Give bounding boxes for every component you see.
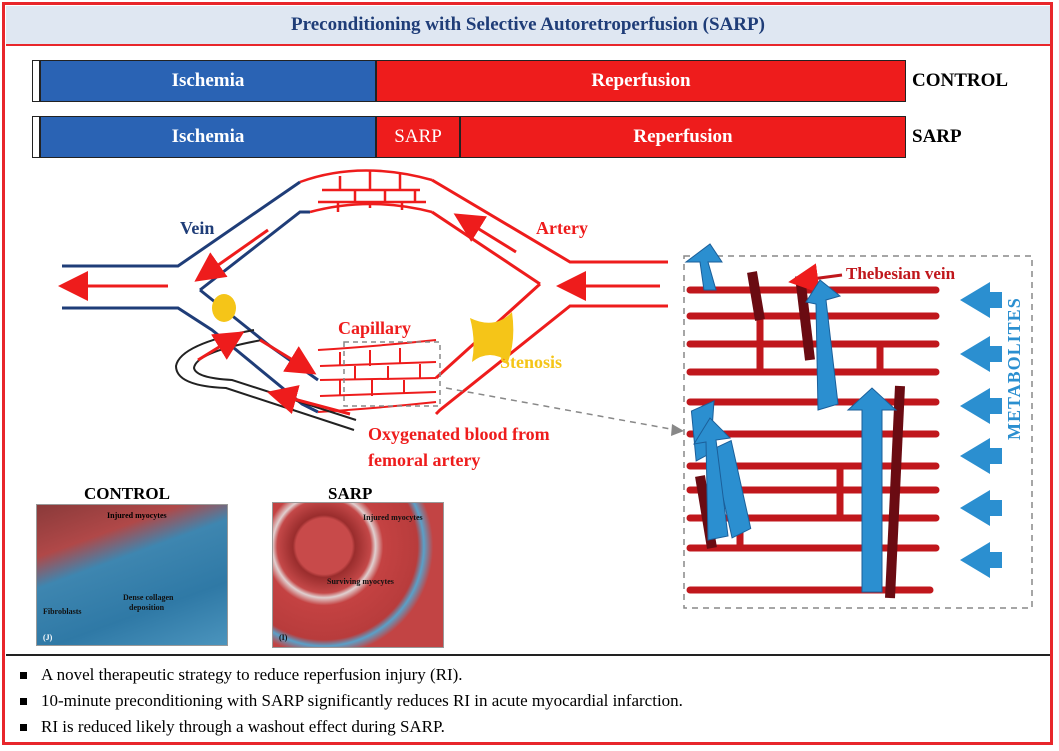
capillary-label: Capillary <box>338 318 412 338</box>
control-micrograph: Injured myocytes Dense collagen depositi… <box>36 504 228 646</box>
sarp-timeline: Ischemia SARP Reperfusion <box>32 116 906 158</box>
control-panel-letter: (J) <box>43 633 53 642</box>
key-point-text: 10-minute preconditioning with SARP sign… <box>41 691 683 710</box>
control-ischemia-segment: Ischemia <box>40 60 376 102</box>
vein-label: Vein <box>180 218 215 238</box>
control-timeline: Ischemia Reperfusion <box>32 60 906 102</box>
collagen-label-2: deposition <box>129 603 165 612</box>
vein-occluder <box>212 294 236 322</box>
control-reperfusion-segment: Reperfusion <box>376 60 906 102</box>
vein-vessel <box>62 180 319 414</box>
stenosis-marker <box>470 312 514 362</box>
surviving-myocytes-label: Surviving myocytes <box>327 577 394 586</box>
oxygenated-label-line2: femoral artery <box>368 450 481 470</box>
washout-arrows <box>684 243 898 593</box>
thebesian-vein-label: Thebesian vein <box>846 264 956 283</box>
timeline-start-tick <box>32 60 40 102</box>
artery-label: Artery <box>536 218 588 238</box>
capillary-zoom-box <box>343 341 441 407</box>
sarp-ischemia-segment: Ischemia <box>40 116 376 158</box>
collagen-label-1: Dense collagen <box>123 593 174 602</box>
key-point: 10-minute preconditioning with SARP sign… <box>20 688 1050 714</box>
capillary-bed <box>317 339 437 413</box>
sarp-sarp-segment: SARP <box>376 116 460 158</box>
control-row-label: CONTROL <box>912 70 1009 91</box>
circulation-diagram <box>58 169 1033 609</box>
figure-title: Preconditioning with Selective Autoretro… <box>6 6 1050 46</box>
zoom-connector <box>445 387 677 431</box>
top-vessel <box>299 169 433 214</box>
key-point: A novel therapeutic strategy to reduce r… <box>20 662 1050 688</box>
flow-arrows <box>58 213 660 416</box>
key-points: A novel therapeutic strategy to reduce r… <box>6 654 1050 742</box>
metabolites-label: METABOLITES <box>1004 297 1024 440</box>
injured-myocytes-label: Injured myocytes <box>107 511 167 520</box>
control-micrograph-title: CONTROL <box>84 484 170 503</box>
metabolite-arrows <box>960 282 1002 578</box>
key-point: RI is reduced likely through a washout e… <box>20 714 1050 740</box>
thebesian-pointer <box>788 263 843 294</box>
sarp-micrograph-title: SARP <box>328 484 373 503</box>
sarp-row-label: SARP <box>912 126 962 147</box>
sarp-panel-letter: (I) <box>279 633 288 642</box>
sarp-injured-label: Injured myocytes <box>363 513 423 522</box>
artery-vessel <box>431 178 668 416</box>
timeline-start-tick <box>32 116 40 158</box>
key-point-text: A novel therapeutic strategy to reduce r… <box>41 665 463 684</box>
key-point-text: RI is reduced likely through a washout e… <box>41 717 445 736</box>
sarp-reperfusion-segment: Reperfusion <box>460 116 906 158</box>
sarp-micrograph: Injured myocytes Surviving myocytes (I) <box>272 502 444 648</box>
fibroblasts-label: Fibroblasts <box>43 607 82 616</box>
oxygenated-label-line1: Oxygenated blood from <box>368 424 550 444</box>
stenosis-label: Stenosis <box>500 352 563 372</box>
